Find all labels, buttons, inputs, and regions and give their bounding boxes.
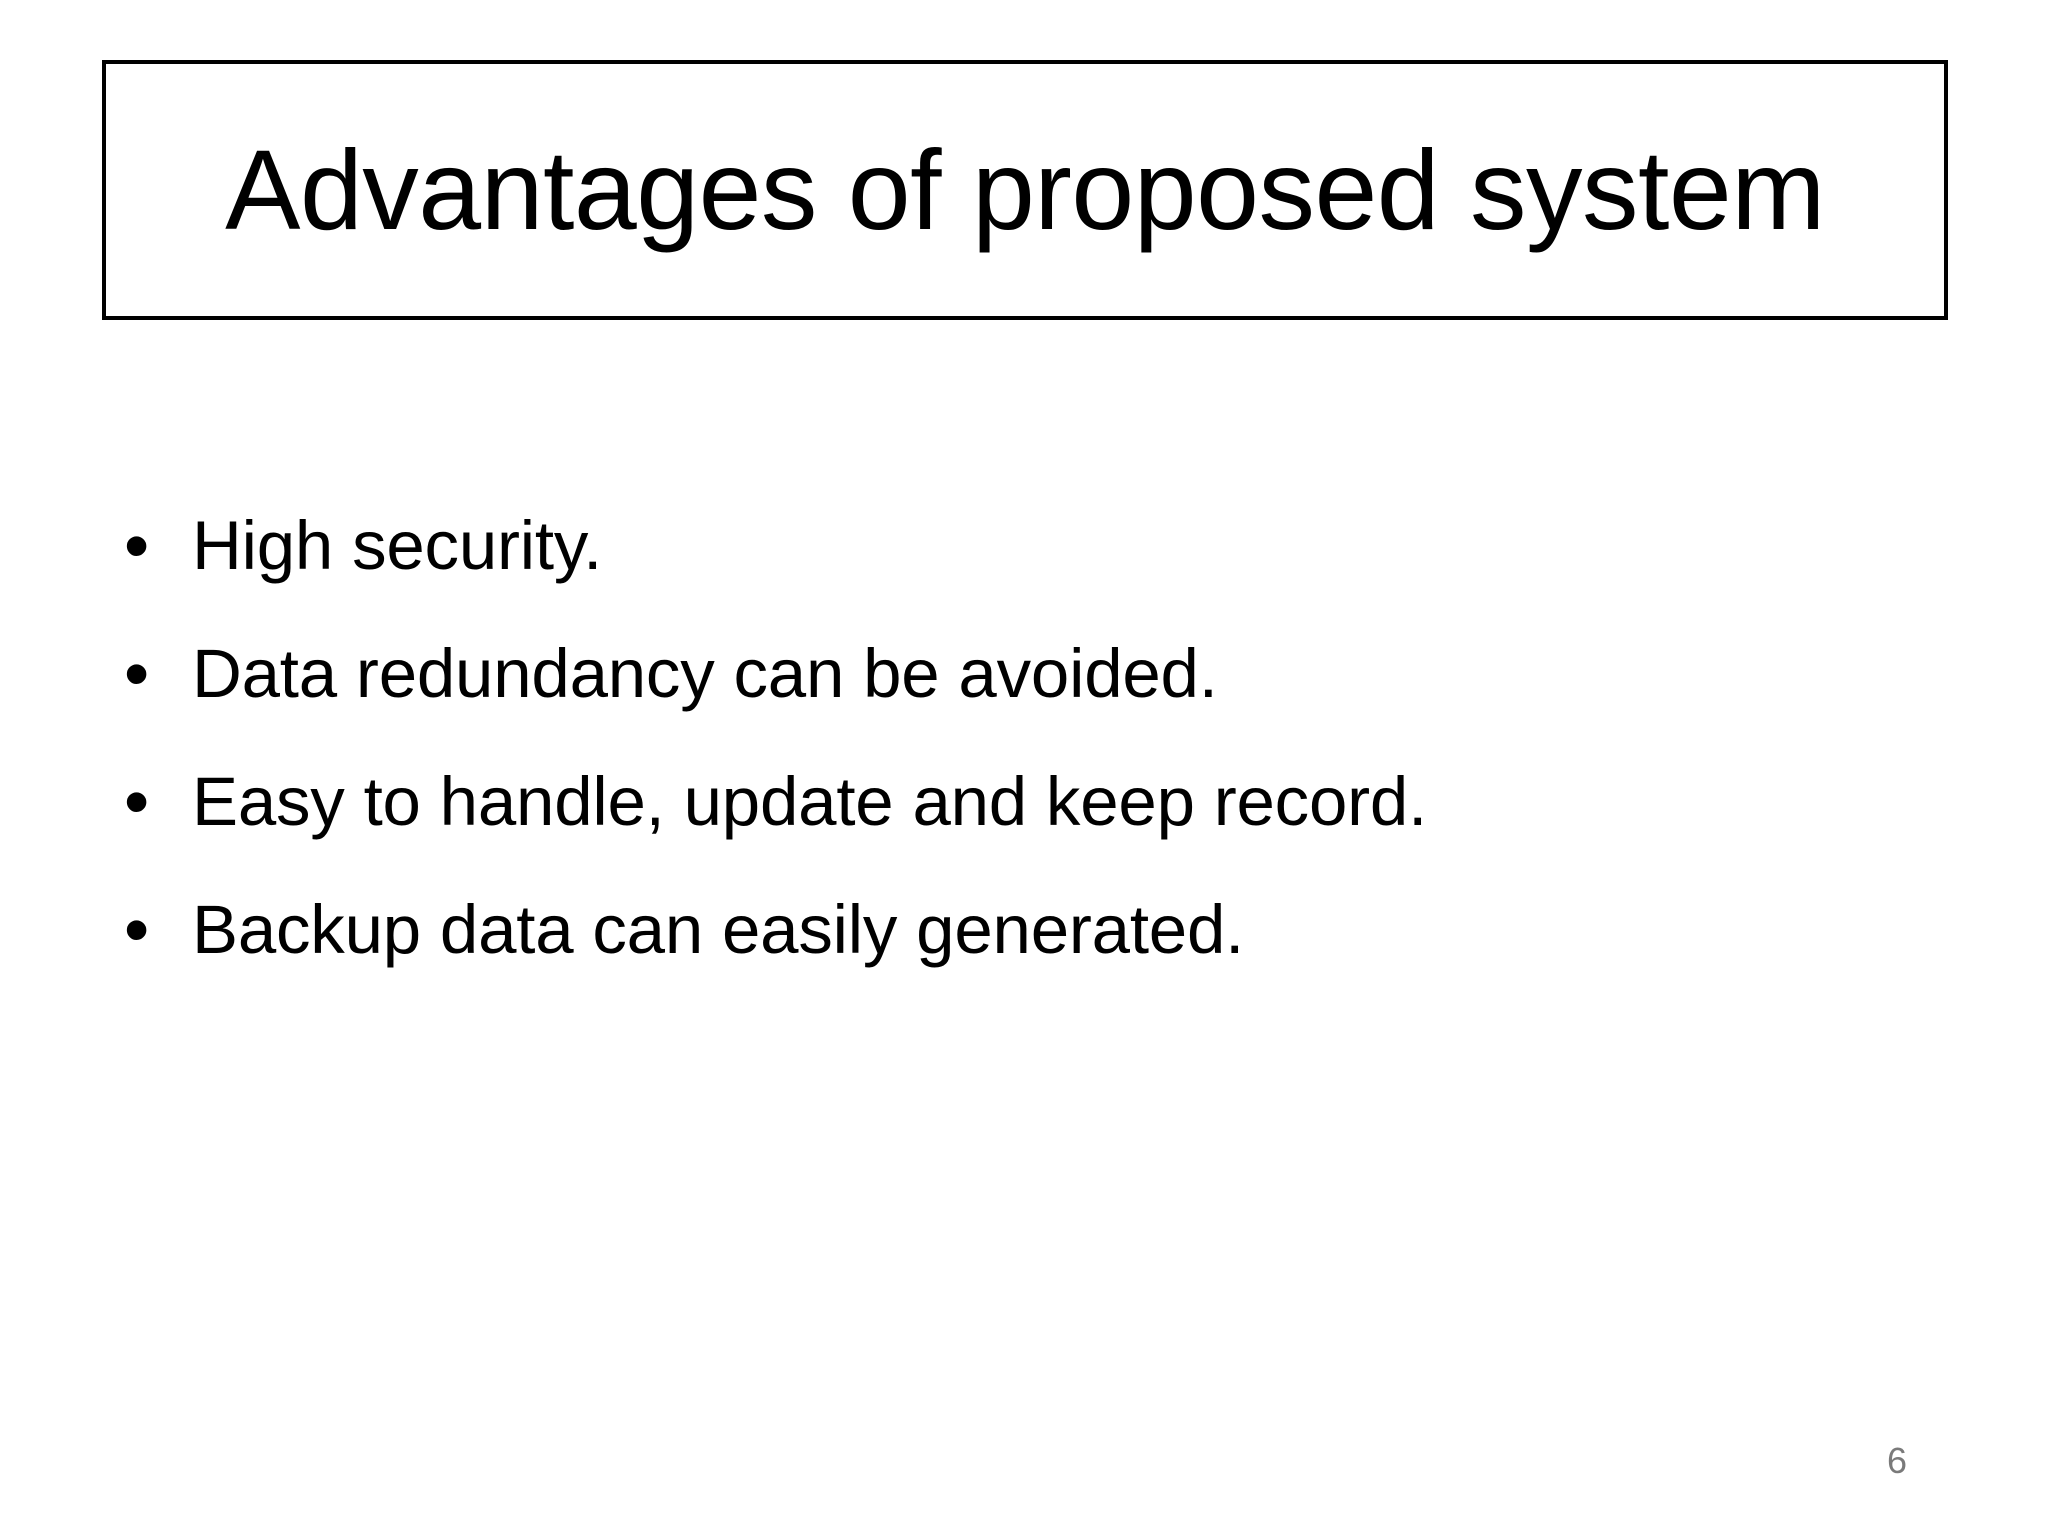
list-item: • Easy to handle, update and keep record… xyxy=(118,756,1918,848)
list-item-label: High security. xyxy=(192,507,603,584)
bullet-point-icon: • xyxy=(124,634,150,714)
bullet-list: • High security. • Data redundancy can b… xyxy=(118,500,1918,1012)
list-item-label: Backup data can easily generated. xyxy=(192,891,1245,968)
slide-number: 6 xyxy=(1886,1440,1908,1481)
bullet-point-icon: • xyxy=(124,762,150,842)
list-item: • Data redundancy can be avoided. xyxy=(118,628,1918,720)
list-item-label: Easy to handle, update and keep record. xyxy=(192,763,1428,840)
bullet-point-icon: • xyxy=(124,506,150,586)
list-item-label: Data redundancy can be avoided. xyxy=(192,635,1218,712)
page-title: Advantages of proposed system xyxy=(225,126,1825,253)
list-item: • Backup data can easily generated. xyxy=(118,884,1918,976)
title-placeholder-box: Advantages of proposed system xyxy=(102,60,1948,320)
list-item: • High security. xyxy=(118,500,1918,592)
bullet-point-icon: • xyxy=(124,890,150,970)
